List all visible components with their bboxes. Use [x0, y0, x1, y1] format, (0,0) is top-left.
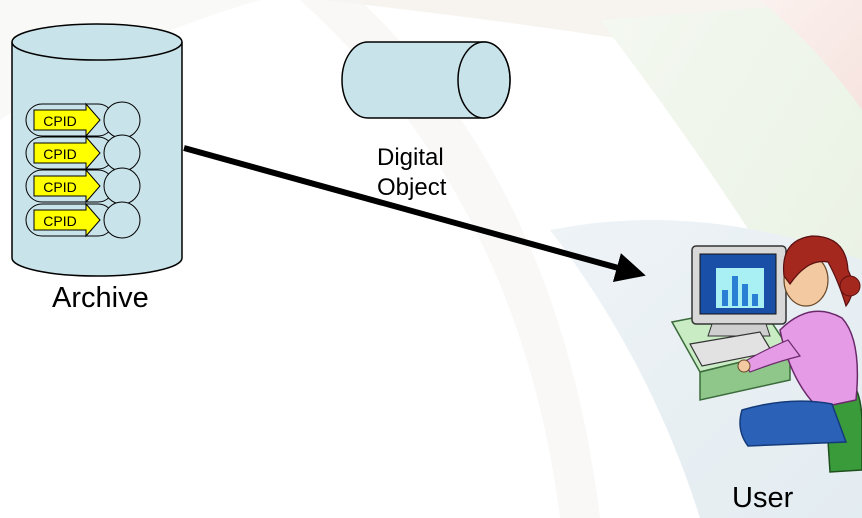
archive-record-list: CPID CPID CPID CPID	[25, 101, 141, 239]
cpid-tag-arrow-icon	[33, 135, 101, 171]
cpid-tag-arrow-icon	[33, 168, 101, 204]
digital-object-label: Digital Object	[377, 143, 446, 203]
digital-object-cylinder-icon	[341, 41, 511, 119]
archive-label: Archive	[52, 282, 149, 314]
digital-object-label-line2: Object	[377, 174, 447, 201]
cpid-tag-label: CPID	[43, 213, 76, 229]
cpid-tag-label: CPID	[43, 146, 76, 162]
archive-record: CPID	[25, 201, 141, 239]
cpid-tag-arrow-icon	[33, 202, 101, 238]
cpid-tag-arrow-icon	[33, 102, 101, 138]
archive-record: CPID	[25, 134, 141, 172]
archive-record: CPID	[25, 167, 141, 205]
transfer-arrow	[183, 145, 646, 283]
digital-object-label-line1: Digital	[377, 144, 444, 171]
user-computer-icon	[670, 235, 862, 473]
cpid-tag-label: CPID	[43, 179, 76, 195]
cpid-tag-label: CPID	[43, 113, 76, 129]
archive-record: CPID	[25, 101, 141, 139]
user-label: User	[732, 482, 794, 514]
